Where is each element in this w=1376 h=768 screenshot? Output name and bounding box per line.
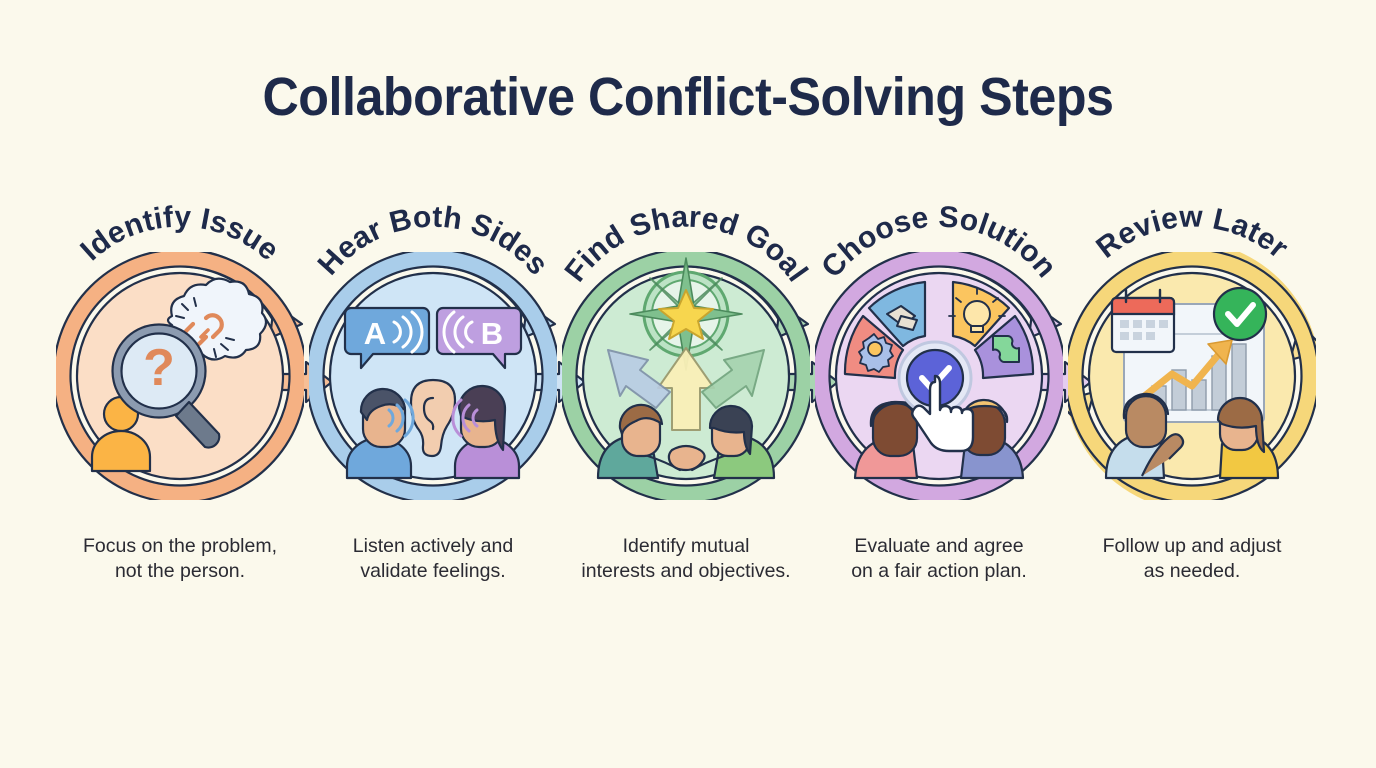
person-right-icon	[1216, 396, 1280, 480]
step-hear-both-sides[interactable]: A B	[303, 196, 563, 616]
step-2-circle: A B	[305, 248, 561, 504]
step-2-caption-line2: validate feelings.	[360, 560, 506, 582]
step-identify-issue[interactable]: ? Identify Issue Focus on the problem, n…	[50, 196, 310, 616]
step-3-caption: Identify mutual interests and objectives…	[546, 534, 826, 584]
person-left-icon	[596, 403, 682, 480]
handshake-icon	[667, 444, 706, 472]
success-check-badge	[1212, 286, 1268, 342]
step-review-later[interactable]: Review Later Follow up and adjust as nee…	[1056, 196, 1328, 616]
bubble-a-glyph: A	[364, 316, 386, 351]
option-wedge-puzzle	[973, 314, 1035, 380]
converging-arrows-icon	[607, 347, 765, 431]
step-2-caption-line1: Listen actively and	[352, 535, 514, 557]
compass-target-icon	[629, 257, 743, 371]
option-wedge-gears	[843, 314, 905, 380]
steps-row: ? Identify Issue Focus on the problem, n…	[0, 196, 1376, 616]
step-4-circle	[811, 248, 1067, 504]
sound-wave-right-icon	[451, 398, 479, 438]
cursor-hand-icon	[911, 374, 975, 453]
person-right-icon	[690, 404, 776, 480]
step-choose-solution[interactable]: Choose Solution Evaluate and agree on a …	[809, 196, 1069, 616]
question-mark-glyph: ?	[143, 339, 175, 397]
step-2-caption: Listen actively and validate feelings.	[293, 534, 573, 584]
step-5-caption-line1: Follow up and adjust	[1102, 535, 1282, 557]
step-4-caption-line1: Evaluate and agree	[854, 535, 1024, 557]
step-3-caption-line2: interests and objectives.	[581, 560, 791, 582]
step-1-caption-line2: not the person.	[114, 560, 246, 582]
step-find-shared-goal[interactable]: Find Shared Goal Identify mutual interes…	[556, 196, 816, 616]
step-5-caption-line2: as needed.	[1143, 560, 1241, 582]
star-icon	[658, 289, 714, 340]
speech-bubble-b-icon: B	[435, 306, 523, 370]
trend-arrow-icon	[1207, 339, 1233, 365]
magnifier-icon: ?	[111, 323, 221, 449]
step-1-circle: ?	[52, 248, 308, 504]
speech-bubble-a-icon: A	[343, 306, 431, 370]
sound-wave-left-icon	[387, 398, 415, 438]
person-left-icon	[345, 387, 413, 480]
check-icon	[1225, 302, 1256, 327]
chain-spark-icon	[175, 297, 235, 358]
calendar-icon	[1110, 288, 1176, 354]
person-left-icon	[853, 400, 923, 480]
bubble-b-glyph: B	[481, 316, 503, 351]
step-3-caption-line1: Identify mutual	[622, 535, 750, 557]
person-right-icon	[453, 384, 521, 480]
page-title: Collaborative Conflict-Solving Steps	[262, 67, 1114, 127]
step-1-caption: Focus on the problem, not the person.	[40, 534, 320, 584]
option-wedge-lightbulb	[948, 280, 1011, 348]
person-left-pointing-icon	[1104, 392, 1185, 480]
step-1-caption-line1: Focus on the problem,	[82, 535, 278, 557]
step-4-caption: Evaluate and agree on a fair action plan…	[799, 534, 1079, 584]
step-5-circle	[1056, 240, 1328, 512]
step-4-caption-line2: on a fair action plan.	[851, 560, 1027, 582]
step-3-circle	[558, 248, 814, 504]
step-5-caption: Follow up and adjust as needed.	[1052, 534, 1332, 584]
option-wedge-handshake	[867, 280, 927, 348]
